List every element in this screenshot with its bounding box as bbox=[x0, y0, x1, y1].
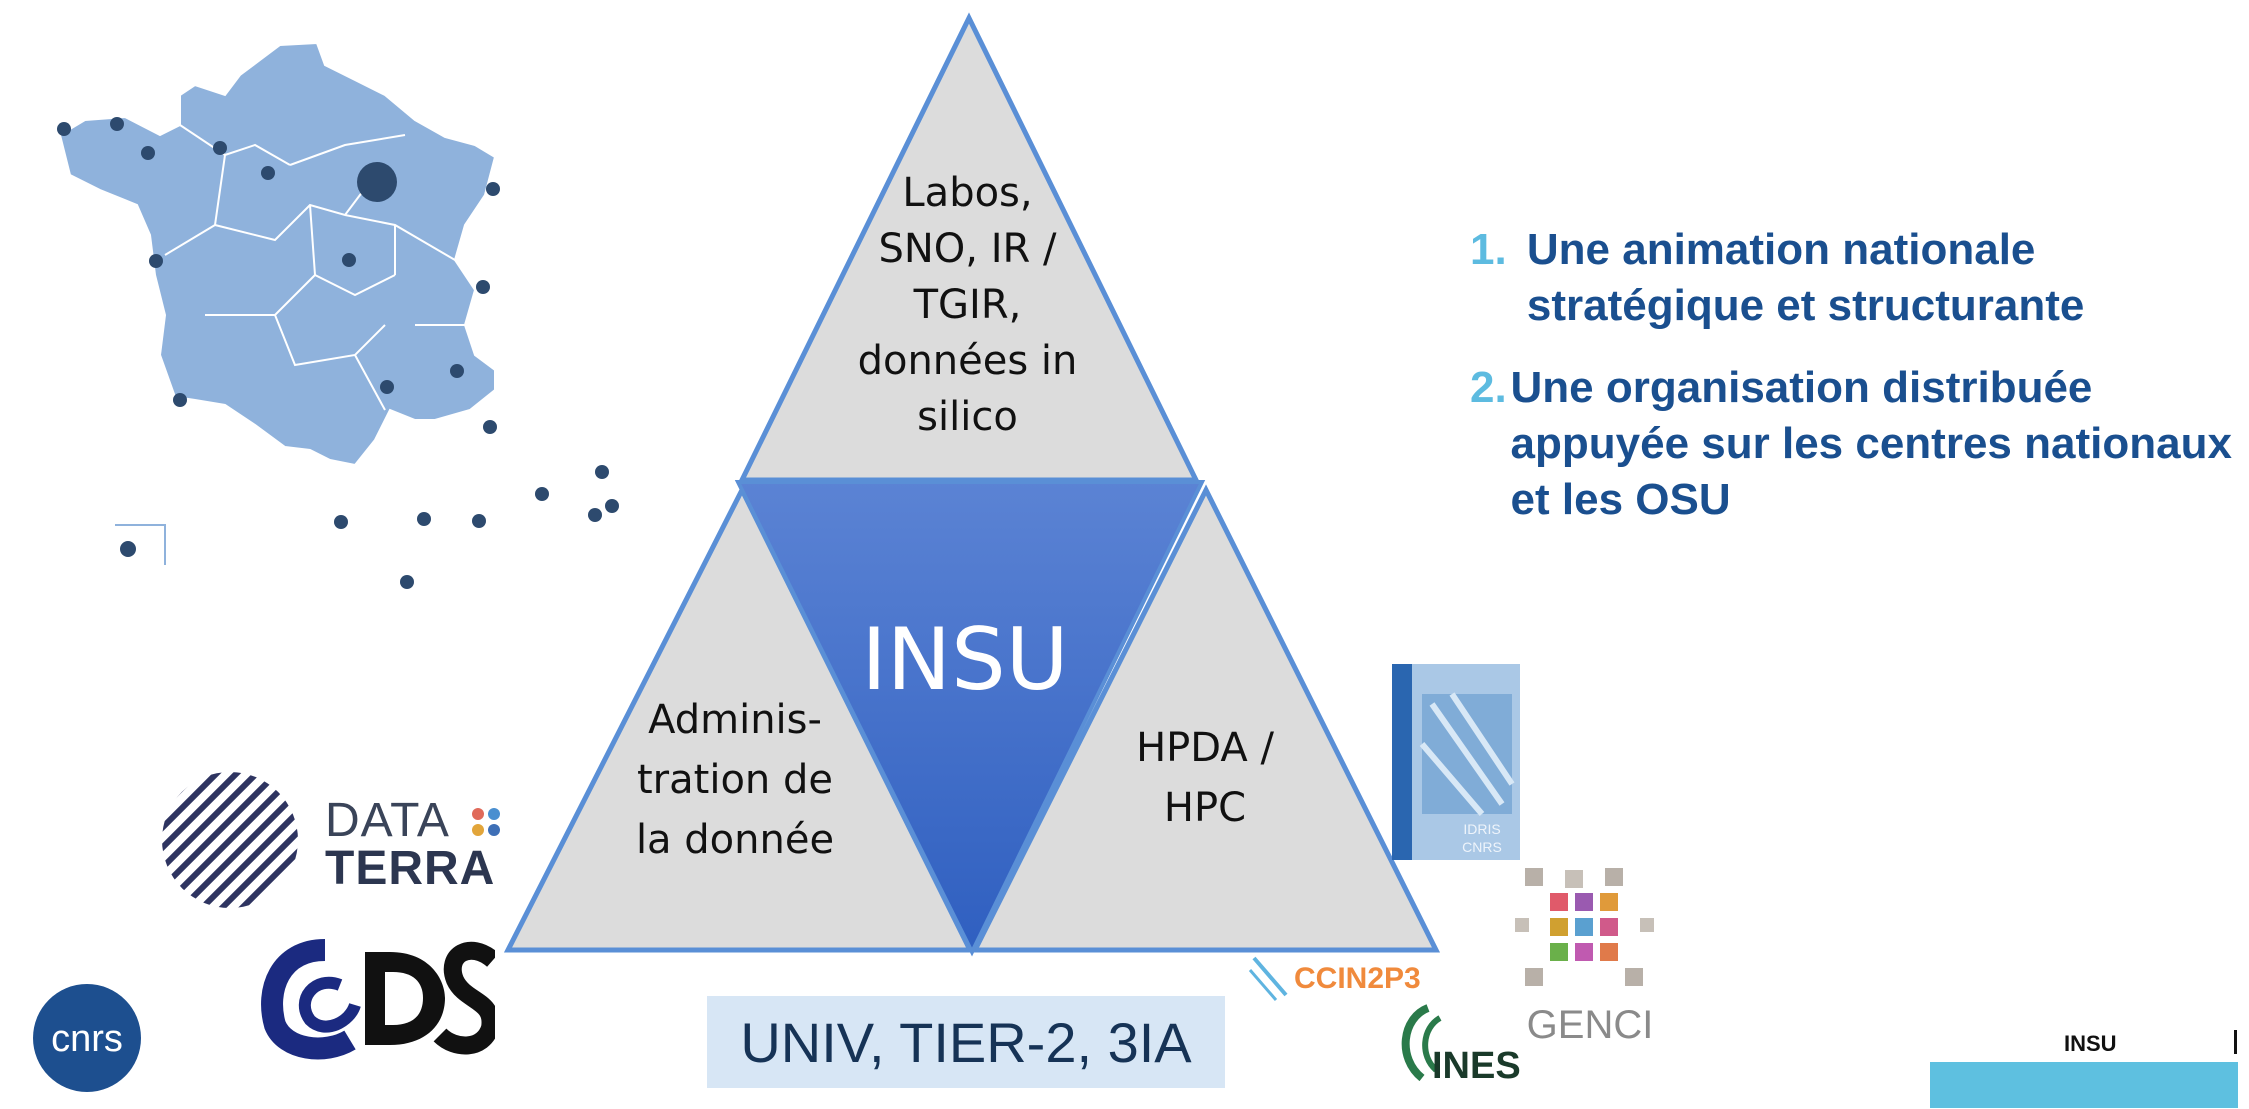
data-terra-dots-icon bbox=[472, 808, 500, 836]
idris-line2: CNRS bbox=[1462, 839, 1502, 855]
list-number: 1. bbox=[1470, 225, 1507, 274]
data-terra-line2: TERRA bbox=[325, 842, 496, 895]
map-marker bbox=[417, 512, 431, 526]
data-terra-line1: DATA bbox=[325, 794, 450, 847]
center-insu-label: INSU bbox=[861, 610, 1069, 710]
right-label-line: HPC bbox=[1163, 785, 1247, 831]
center-inverted-triangle bbox=[734, 480, 1206, 957]
cds-logo bbox=[261, 939, 495, 1060]
france-map bbox=[57, 41, 619, 589]
left-label-line: la donnée bbox=[635, 817, 835, 863]
idris-line1: IDRIS bbox=[1463, 821, 1500, 837]
map-marker bbox=[595, 465, 609, 479]
genci-logo: GENCI bbox=[1515, 868, 1654, 1047]
reunion-inset-frame bbox=[115, 524, 166, 565]
france-map-shape bbox=[58, 41, 497, 467]
priorities-list: 1. Une animation nationale stratégique e… bbox=[1470, 222, 2240, 554]
insu-triangle-diagram bbox=[503, 12, 1441, 957]
top-label-line: silico bbox=[917, 394, 1018, 440]
map-marker bbox=[342, 253, 356, 267]
top-label-line: TGIR, bbox=[913, 282, 1022, 328]
univ-tier-label: UNIV, TIER-2, 3IA bbox=[740, 1010, 1192, 1074]
map-marker bbox=[261, 166, 275, 180]
genci-text: GENCI bbox=[1527, 1003, 1654, 1047]
top-label-line: SNO, IR / bbox=[878, 226, 1057, 272]
map-marker bbox=[588, 508, 602, 522]
idris-logo: IDRIS CNRS bbox=[1392, 664, 1520, 860]
left-triangle-label: Adminis- tration de la donnée bbox=[615, 690, 855, 870]
map-marker bbox=[483, 420, 497, 434]
map-marker bbox=[57, 122, 71, 136]
footer-tick bbox=[2234, 1030, 2237, 1054]
cc-in2p3-logo: CCIN2P3 bbox=[1248, 956, 1421, 1001]
footer-color-bar bbox=[1930, 1062, 2238, 1108]
list-text: Une animation nationale stratégique et s… bbox=[1526, 225, 2085, 330]
cnrs-logo: cnrs bbox=[33, 984, 141, 1092]
footer-insu-label: INSU bbox=[2064, 1031, 2117, 1056]
ines-logo: INES bbox=[1401, 1004, 1521, 1087]
cc-in2p3-text: CCIN2P3 bbox=[1294, 962, 1421, 995]
map-marker bbox=[380, 380, 394, 394]
ines-text: INES bbox=[1432, 1045, 1521, 1087]
map-marker-paris bbox=[357, 162, 397, 202]
genci-mosaic-icon bbox=[1515, 868, 1654, 986]
list-number: 2. bbox=[1470, 363, 1507, 412]
right-label-line: HPDA / bbox=[1136, 725, 1274, 771]
right-triangle bbox=[970, 484, 1441, 953]
map-marker bbox=[149, 254, 163, 268]
map-marker bbox=[605, 499, 619, 513]
data-terra-wordmark: DATA TERRA bbox=[325, 797, 495, 893]
univ-tier-box: UNIV, TIER-2, 3IA bbox=[707, 996, 1225, 1088]
map-marker bbox=[400, 575, 414, 589]
map-marker bbox=[120, 541, 136, 557]
region-borders bbox=[164, 124, 465, 411]
map-marker bbox=[476, 280, 490, 294]
map-marker bbox=[213, 141, 227, 155]
map-marker bbox=[472, 514, 486, 528]
map-marker bbox=[334, 515, 348, 529]
left-label-line: tration de bbox=[637, 757, 833, 803]
list-item: 1. Une animation nationale stratégique e… bbox=[1470, 222, 2240, 334]
left-label-line: Adminis- bbox=[648, 697, 822, 743]
list-text: Une organisation distribuée appuyée sur … bbox=[1510, 363, 2232, 524]
map-marker bbox=[535, 487, 549, 501]
map-marker bbox=[450, 364, 464, 378]
top-label-line: données in bbox=[857, 338, 1078, 384]
map-marker bbox=[141, 146, 155, 160]
map-markers bbox=[57, 117, 619, 589]
data-terra-logo-mark bbox=[162, 772, 298, 908]
map-marker bbox=[486, 182, 500, 196]
top-label-line: Labos, bbox=[902, 170, 1033, 216]
list-item: 2. Une organisation distribuée appuyée s… bbox=[1470, 360, 2240, 528]
map-marker bbox=[173, 393, 187, 407]
map-marker bbox=[110, 117, 124, 131]
top-triangle-label: Labos, SNO, IR / TGIR, données in silico bbox=[840, 165, 1095, 445]
right-triangle-label: HPDA / HPC bbox=[1110, 718, 1300, 838]
cnrs-text: cnrs bbox=[51, 1018, 123, 1060]
